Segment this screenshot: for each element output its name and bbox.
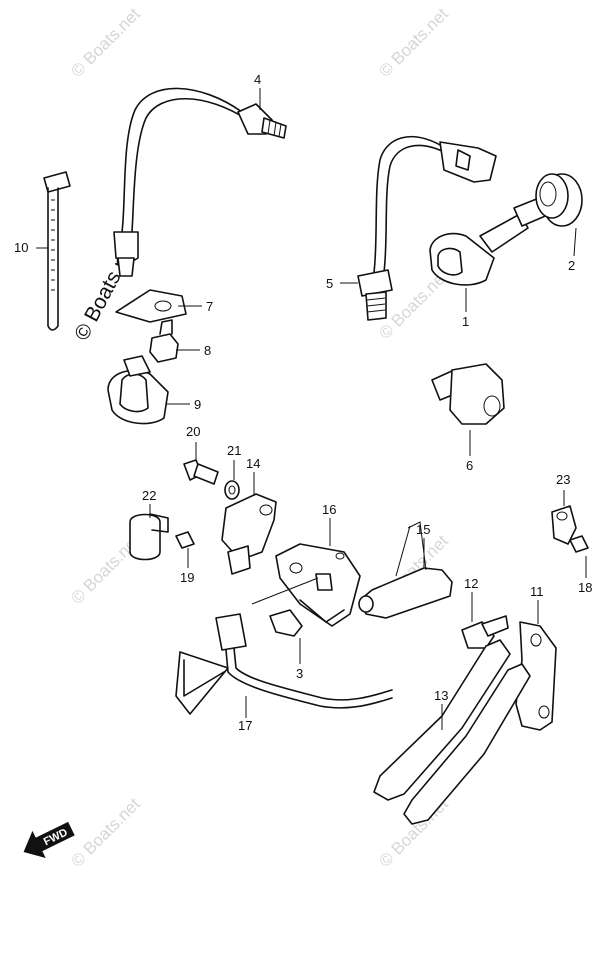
watermark: © Boats.net xyxy=(67,794,144,871)
harness-17 xyxy=(175,613,393,715)
callout-22: 22 xyxy=(142,488,156,503)
washer-21 xyxy=(224,480,240,500)
callout-11: 11 xyxy=(530,584,544,599)
bolt-20 xyxy=(183,459,219,485)
watermark: © Boats.net xyxy=(375,4,452,81)
screw-19 xyxy=(175,531,195,549)
sensor-6 xyxy=(431,363,505,425)
bolt-8 xyxy=(149,319,179,363)
callout-5: 5 xyxy=(326,276,333,291)
callout-8: 8 xyxy=(204,343,211,358)
callout-7: 7 xyxy=(206,299,213,314)
callout-23: 23 xyxy=(556,472,570,487)
fwd-arrow-icon: FWD xyxy=(23,821,75,858)
callout-12: 12 xyxy=(464,576,478,591)
callout-15: 15 xyxy=(416,522,430,537)
callout-9: 9 xyxy=(194,397,201,412)
callout-18: 18 xyxy=(578,580,592,595)
fwd-label: FWD xyxy=(42,827,70,849)
sensor-14 xyxy=(221,493,277,575)
speed-sensor-5 xyxy=(357,136,497,321)
sensor-holder-1 xyxy=(429,195,551,286)
callouts: 4 10 7 8 9 5 1 2 6 20 21 14 22 19 16 15 … xyxy=(14,72,592,733)
screw-18 xyxy=(569,535,589,553)
callout-14: 14 xyxy=(246,456,260,471)
callout-20: 20 xyxy=(186,424,200,439)
callout-17: 17 xyxy=(238,718,252,733)
cable-tie xyxy=(43,171,71,331)
bolt-3 xyxy=(251,577,319,637)
callout-21: 21 xyxy=(227,443,241,458)
bolt-12 xyxy=(461,615,509,649)
callout-2: 2 xyxy=(568,258,575,273)
sensor-with-lead xyxy=(113,87,287,277)
callout-10: 10 xyxy=(14,240,28,255)
clip-23 xyxy=(551,505,577,545)
clamp-9 xyxy=(107,355,169,425)
callout-4: 4 xyxy=(254,72,261,87)
watermark: © Boats.net xyxy=(67,4,144,81)
callout-6: 6 xyxy=(466,458,473,473)
callout-19: 19 xyxy=(180,570,194,585)
lever-15 xyxy=(358,521,453,619)
arm-13 xyxy=(373,639,531,825)
callout-1: 1 xyxy=(462,314,469,329)
clamp-plate xyxy=(115,289,187,323)
callout-3: 3 xyxy=(296,666,303,681)
callout-13: 13 xyxy=(434,688,448,703)
clip-22 xyxy=(129,513,169,561)
grommet-2 xyxy=(535,173,583,227)
leader-lines xyxy=(36,88,587,730)
callout-16: 16 xyxy=(322,502,336,517)
bracket-16 xyxy=(275,543,361,627)
